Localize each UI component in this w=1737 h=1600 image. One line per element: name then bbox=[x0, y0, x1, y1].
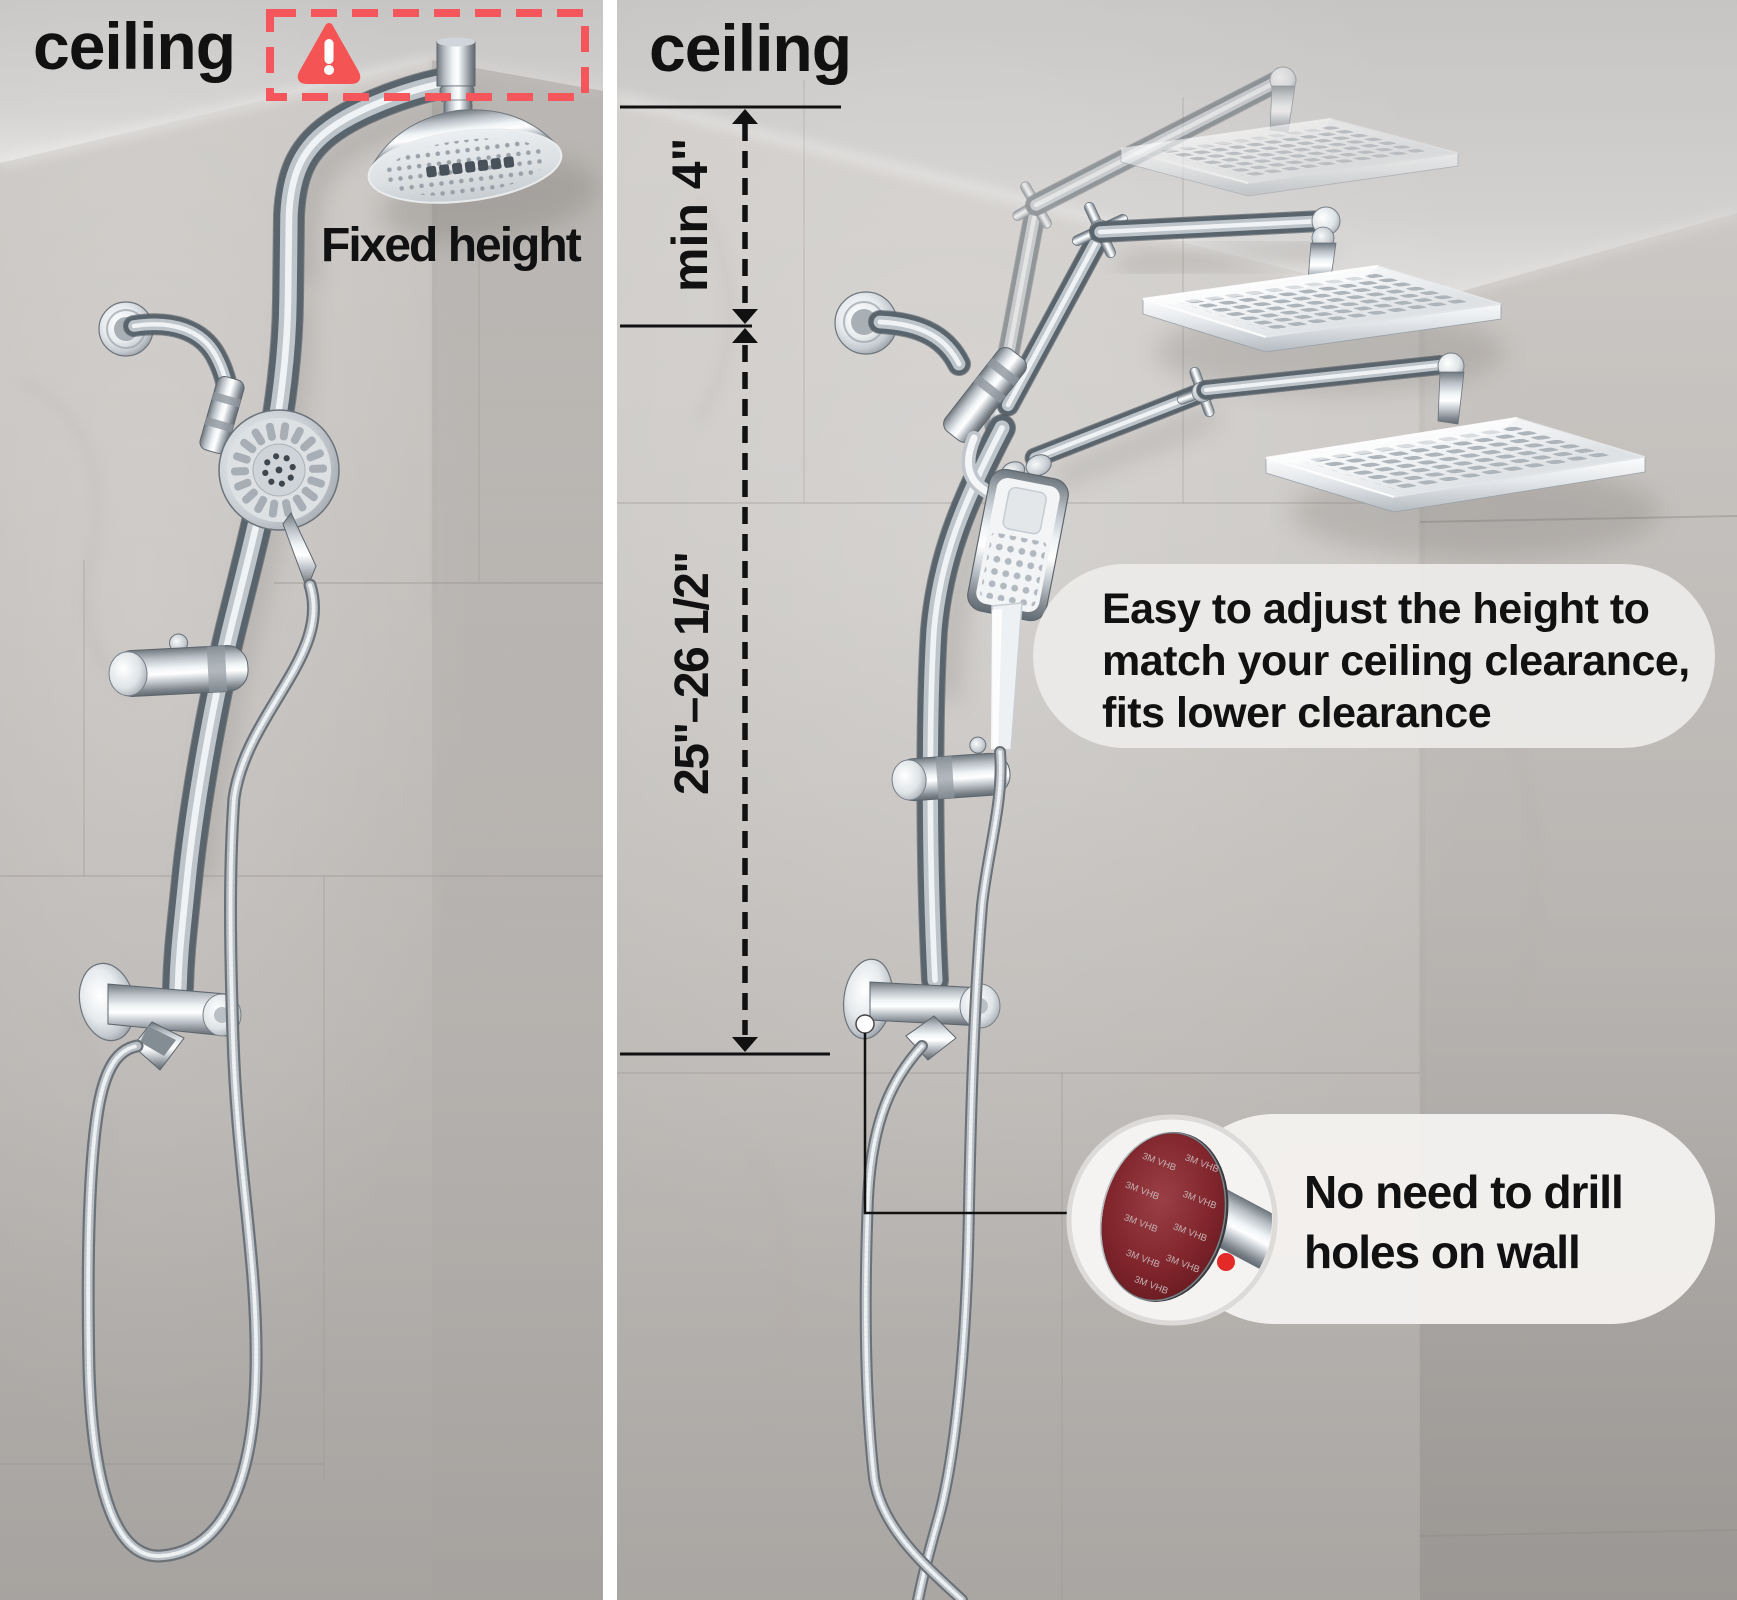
svg-text:Easy to adjust the height to: Easy to adjust the height to bbox=[1102, 585, 1649, 633]
svg-text:holes on wall: holes on wall bbox=[1304, 1226, 1580, 1278]
svg-text:Fixed height: Fixed height bbox=[321, 219, 582, 272]
svg-text:25"–26 1/2": 25"–26 1/2" bbox=[666, 552, 719, 795]
svg-text:match your ceiling clearance,: match your ceiling clearance, bbox=[1102, 637, 1690, 685]
svg-text:No need to drill: No need to drill bbox=[1304, 1166, 1623, 1218]
svg-text:ceiling: ceiling bbox=[649, 11, 851, 85]
svg-text:fits lower clearance: fits lower clearance bbox=[1102, 689, 1491, 737]
svg-text:min 4": min 4" bbox=[662, 138, 718, 292]
svg-text:ceiling: ceiling bbox=[33, 9, 235, 83]
